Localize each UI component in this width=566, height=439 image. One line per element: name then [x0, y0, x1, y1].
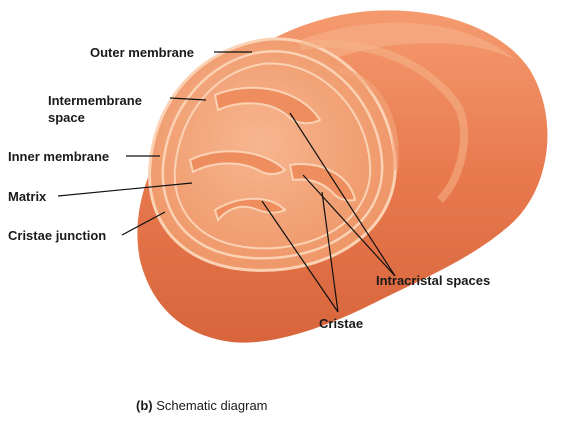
- label-matrix: Matrix: [8, 189, 47, 204]
- caption-panel-letter: (b): [136, 398, 153, 413]
- leader-cristae-junction: [121, 211, 166, 236]
- label-inner-membrane: Inner membrane: [8, 149, 110, 164]
- leader-matrix: [57, 182, 193, 197]
- leader-intracristal-1: [289, 112, 396, 277]
- crista-right: [288, 163, 357, 202]
- label-outer-membrane: Outer membrane: [90, 45, 195, 60]
- label-intermembrane-space: Intermembrane space: [48, 93, 142, 125]
- leader-cristae-2: [321, 191, 339, 313]
- crista-band: [339, 67, 399, 171]
- label-cristae: Cristae: [319, 316, 364, 331]
- leader-cristae-1: [261, 200, 339, 313]
- crista-upper: [213, 86, 322, 125]
- crista-lower: [213, 197, 287, 223]
- label-cristae-junction: Cristae junction: [8, 228, 107, 243]
- inner-membrane-line: [173, 62, 372, 250]
- leader-lines: [57, 51, 396, 313]
- leader-intermembrane-space: [169, 97, 207, 101]
- inner-membrane-band: [299, 39, 468, 203]
- body-highlight: [300, 22, 515, 60]
- cut-face: [148, 37, 397, 272]
- outer-membrane-line: [161, 49, 384, 260]
- leader-intracristal-2: [302, 174, 396, 277]
- label-intracristal-spaces: Intracristal spaces: [376, 273, 491, 288]
- caption-text: Schematic diagram: [156, 398, 268, 413]
- crista-mid: [188, 150, 287, 176]
- figure-caption: (b) Schematic diagram: [136, 398, 268, 413]
